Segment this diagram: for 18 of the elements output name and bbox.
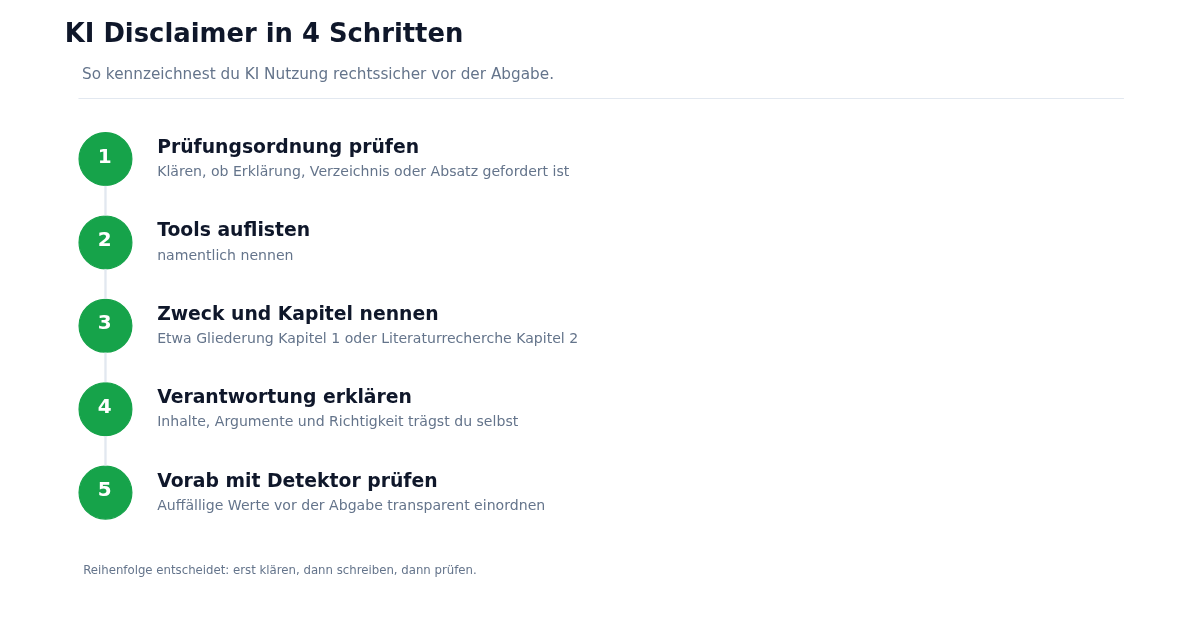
node-circle: 2 [78, 215, 133, 270]
node-circle: 1 [78, 132, 133, 186]
node-label: Vorab mit Detektor prüfen [157, 469, 438, 491]
label: So kennzeichnest du KI Nutzung rechtssicher vor der Abgabe. [81, 65, 554, 84]
node-label: Klären, ob Erklärung, Verzeichnis oder Absatz gefordert ist [157, 163, 570, 180]
node-label: namentlich nennen [157, 246, 294, 263]
node-label: Auffällige Werte vor der Abgabe transparent einordnen [157, 496, 546, 513]
node-label: Zweck und Kapitel nennen [157, 302, 439, 324]
diagram-title: KI Disclaimer in 4 Schritten [64, 17, 464, 48]
node-circle: 3 [78, 298, 133, 353]
node-circle: 4 [78, 382, 133, 437]
node-label: Etwa Gliederung Kapitel 1 oder Literaturrecherche Kapitel 2 [157, 329, 579, 346]
label: Reihenfolge entscheidet: erst klären, dann schreiben, dann prüfen. [83, 563, 477, 578]
node-label: Tools auflisten [157, 219, 311, 241]
node-circle: 5 [78, 465, 133, 520]
node-label: Inhalte, Argumente und Richtigkeit trägst du selbst [157, 413, 519, 430]
node-label: Verantwortung erklären [157, 386, 412, 408]
node-label: Prüfungsordnung prüfen [157, 135, 420, 157]
